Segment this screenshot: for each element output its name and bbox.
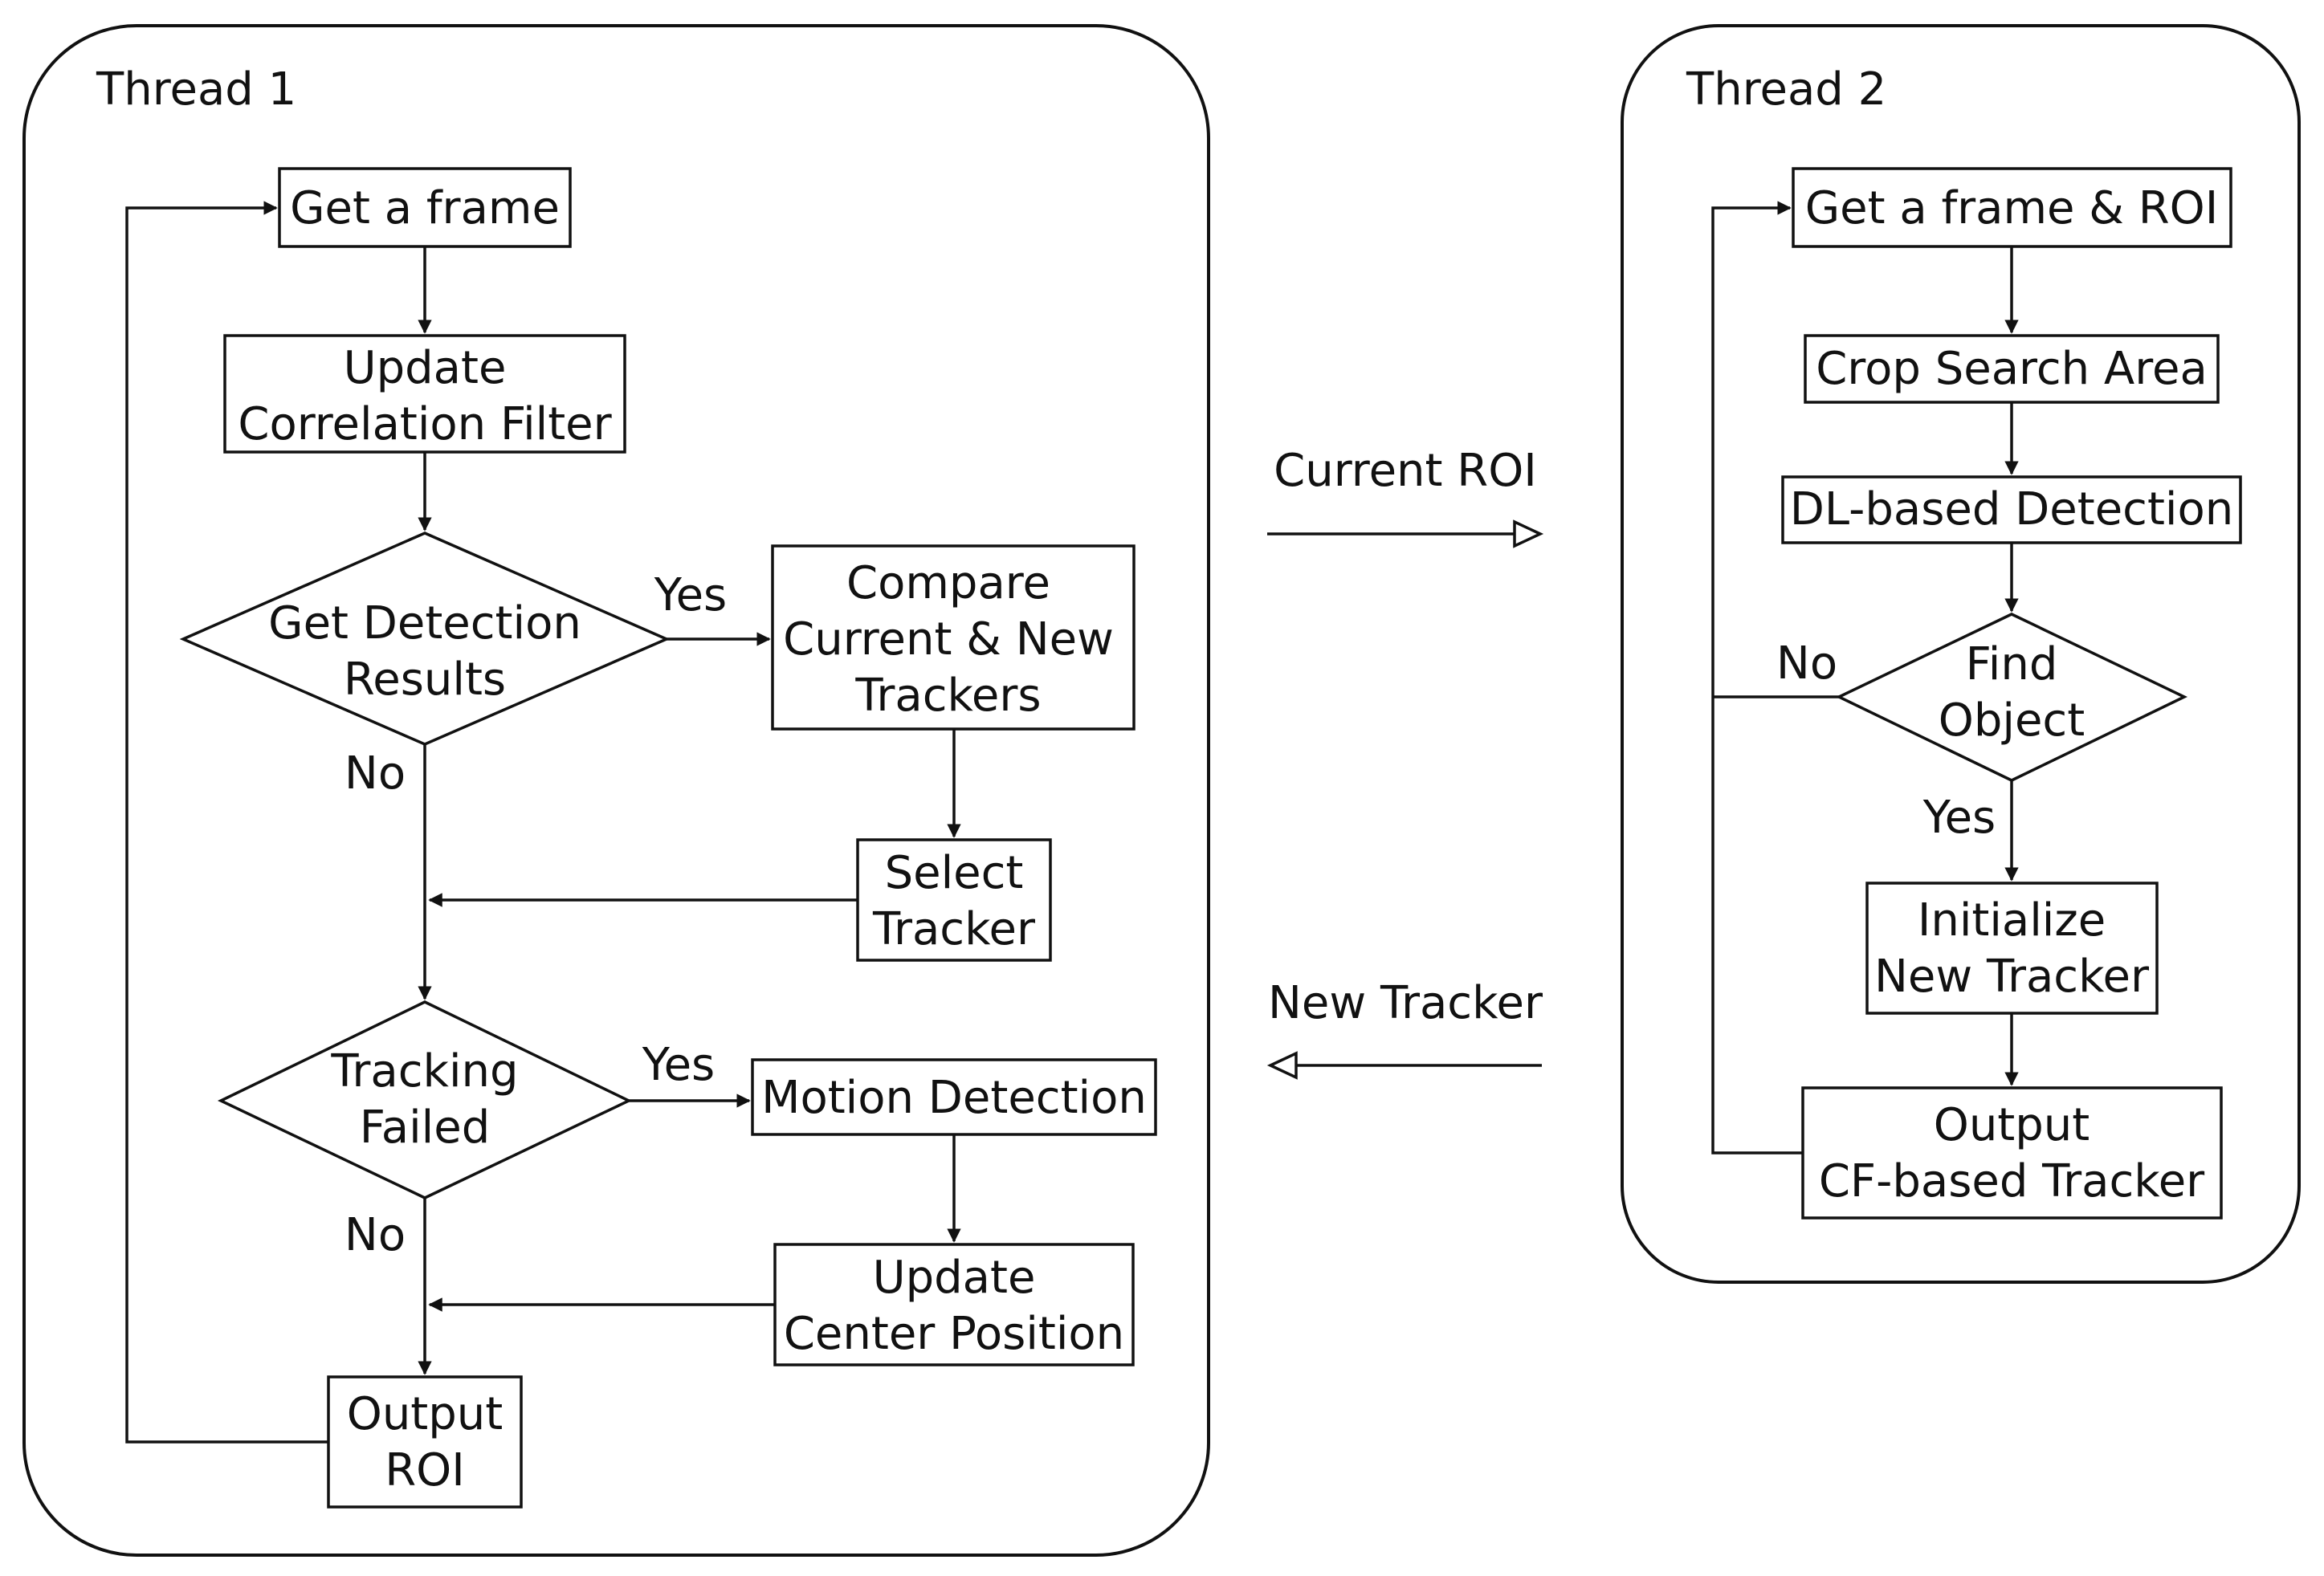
crop-search-area-box: Crop Search Area xyxy=(1804,334,2220,404)
output-roi-box: Output ROI xyxy=(327,1375,523,1509)
compare-line2: Current & New xyxy=(783,613,1114,666)
get-detection-line2: Results xyxy=(344,654,506,706)
update-cf-line2: Correlation Filter xyxy=(238,398,612,450)
find-object-line1: Find xyxy=(1966,638,2058,690)
thread2-panel: Thread 2 xyxy=(1621,24,2301,1284)
find-object-line2: Object xyxy=(1939,694,2085,747)
output-cf-tracker-box: Output CF-based Tracker xyxy=(1801,1086,2223,1220)
select-tracker-line1: Select xyxy=(885,847,1024,899)
no-label-tracking: No xyxy=(345,1209,406,1261)
get-detection-results-decision: Get Detection Results xyxy=(179,531,671,746)
initialize-new-tracker-box: Initialize New Tracker xyxy=(1865,882,2159,1015)
init-tracker-line1: Initialize xyxy=(1918,894,2106,947)
thread1-panel: Thread 1 xyxy=(22,24,1210,1557)
update-center-position-box: Update Center Position xyxy=(773,1243,1135,1366)
update-cf-line1: Update xyxy=(344,342,507,394)
get-frame-box: Get a frame xyxy=(278,167,572,248)
thread2-title: Thread 2 xyxy=(1686,63,1886,116)
get-frame-label: Get a frame xyxy=(290,182,560,234)
arrow-loop-back-thread1 xyxy=(125,201,328,1444)
select-tracker-box: Select Tracker xyxy=(856,838,1052,962)
get-frame-roi-box: Get a frame & ROI xyxy=(1792,167,2232,248)
thread1-title: Thread 1 xyxy=(96,63,296,116)
output-roi-line1: Output xyxy=(347,1388,504,1440)
new-tracker-label: New Tracker xyxy=(1268,977,1543,1029)
output-cf-line1: Output xyxy=(1934,1099,2090,1151)
get-frame-roi-label: Get a frame & ROI xyxy=(1805,182,2219,234)
select-tracker-line2: Tracker xyxy=(872,903,1036,955)
current-roi-label: Current ROI xyxy=(1274,445,1537,497)
crop-search-area-label: Crop Search Area xyxy=(1816,343,2208,395)
update-correlation-filter-box: Update Correlation Filter xyxy=(223,334,626,454)
init-tracker-line2: New Tracker xyxy=(1874,951,2150,1003)
thread1-connectors xyxy=(125,201,961,1444)
yes-label-detection: Yes xyxy=(654,569,727,621)
new-tracker-arrowhead xyxy=(1266,1051,1298,1080)
get-detection-line1: Get Detection xyxy=(268,597,581,650)
no-label-detection: No xyxy=(345,747,406,800)
thread2-connectors xyxy=(1711,201,2019,1155)
find-object-decision: Find Object xyxy=(1835,613,2188,782)
compare-line1: Compare xyxy=(846,557,1050,609)
motion-detection-box: Motion Detection xyxy=(751,1058,1157,1136)
output-cf-line2: CF-based Tracker xyxy=(1819,1155,2205,1207)
tracking-failed-line2: Failed xyxy=(360,1102,491,1154)
dl-based-detection-box: DL-based Detection xyxy=(1781,475,2242,544)
update-center-line1: Update xyxy=(873,1252,1036,1304)
inter-thread-links: Current ROI New Tracker xyxy=(1266,445,1544,1080)
yes-label-tracking: Yes xyxy=(642,1039,715,1091)
no-label-find-object: No xyxy=(1776,637,1837,690)
dl-detection-label: DL-based Detection xyxy=(1790,483,2233,536)
arrow-loop-back-thread2 xyxy=(1711,201,1803,1155)
compare-line3: Trackers xyxy=(854,670,1041,722)
update-center-line2: Center Position xyxy=(784,1308,1124,1360)
current-roi-arrowhead xyxy=(1513,519,1544,548)
motion-detection-label: Motion Detection xyxy=(761,1072,1147,1124)
compare-trackers-box: Compare Current & New Trackers xyxy=(771,544,1135,731)
tracking-failed-decision: Tracking Failed xyxy=(217,1000,633,1199)
yes-label-find-object: Yes xyxy=(1922,792,1996,844)
output-roi-line2: ROI xyxy=(385,1444,465,1497)
tracking-failed-line1: Tracking xyxy=(330,1045,518,1097)
